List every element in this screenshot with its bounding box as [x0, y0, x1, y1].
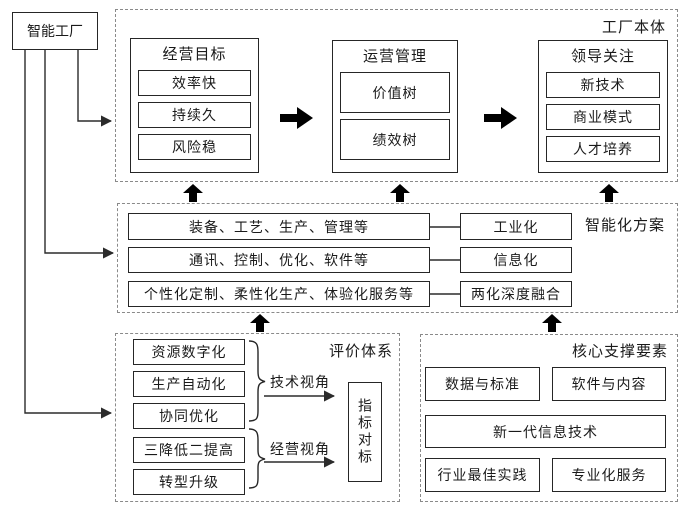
eval-biz-item: 三降低二提高	[133, 437, 245, 463]
support-item: 数据与标准	[425, 367, 540, 401]
section-label-evaluation-system: 评价体系	[328, 343, 393, 360]
solution-row-right: 信息化	[460, 247, 572, 273]
group-items: 效率快 持续久 风险稳	[131, 66, 258, 172]
benchmark-label: 指标对标	[357, 398, 373, 466]
group-title: 领导关注	[570, 48, 635, 65]
section-evaluation-system: 评价体系	[115, 333, 400, 502]
group-business-goals: 经营目标 效率快 持续久 风险稳	[130, 38, 259, 173]
root-node-smart-factory: 智能工厂	[12, 12, 98, 50]
group-title: 经营目标	[162, 46, 227, 63]
support-item: 软件与内容	[552, 367, 666, 401]
item-box: 绩效树	[340, 119, 450, 160]
item-box: 新技术	[546, 72, 660, 98]
solution-row-left: 通讯、控制、优化、软件等	[128, 247, 430, 273]
section-label-factory-body: 工厂本体	[601, 19, 666, 36]
support-item-wide: 新一代信息技术	[425, 415, 666, 448]
item-box: 价值树	[340, 72, 450, 113]
eval-biz-item: 转型升级	[133, 469, 245, 495]
group-operations-management: 运营管理 价值树 绩效树	[332, 40, 458, 173]
benchmark-box: 指标对标	[348, 382, 382, 482]
section-label-core-support: 核心支撑要素	[571, 343, 668, 360]
connector-root-to-factory-body	[77, 50, 113, 127]
thick-up-arrow-icon	[250, 314, 270, 332]
connector-root-to-solution	[44, 50, 115, 259]
eval-tech-item: 生产自动化	[133, 371, 245, 397]
section-factory-body: 工厂本体	[115, 9, 678, 182]
section-label-intelligent-solution: 智能化方案	[584, 217, 665, 234]
section-intelligent-solution: 智能化方案	[117, 203, 678, 313]
group-leadership-focus: 领导关注 新技术 商业模式 人才培养	[538, 40, 668, 173]
eval-tech-item: 资源数字化	[133, 339, 245, 365]
eval-tech-item: 协同优化	[133, 403, 245, 429]
solution-row-left: 个性化定制、柔性化生产、体验化服务等	[128, 281, 430, 307]
solution-row-left: 装备、工艺、生产、管理等	[128, 213, 430, 240]
connector-root-to-evaluation	[24, 50, 113, 419]
thick-up-arrow-icon	[599, 184, 619, 202]
support-item: 专业化服务	[552, 458, 666, 492]
tech-view-label: 技术视角	[270, 374, 330, 390]
thick-up-arrow-icon	[390, 184, 410, 202]
support-item: 行业最佳实践	[425, 458, 540, 492]
thick-up-arrow-icon	[542, 314, 562, 332]
item-box: 持续久	[138, 102, 251, 128]
item-box: 商业模式	[546, 104, 660, 130]
group-items: 新技术 商业模式 人才培养	[539, 68, 667, 172]
group-title: 运营管理	[362, 48, 427, 65]
biz-view-label: 经营视角	[270, 441, 330, 457]
solution-row-right: 两化深度融合	[460, 281, 572, 307]
section-core-support: 核心支撑要素	[420, 334, 678, 502]
thick-up-arrow-icon	[183, 184, 203, 202]
item-box: 风险稳	[138, 134, 251, 160]
item-box: 效率快	[138, 70, 251, 96]
solution-row-right: 工业化	[460, 213, 572, 240]
group-items: 价值树 绩效树	[333, 68, 457, 172]
item-box: 人才培养	[546, 136, 660, 162]
